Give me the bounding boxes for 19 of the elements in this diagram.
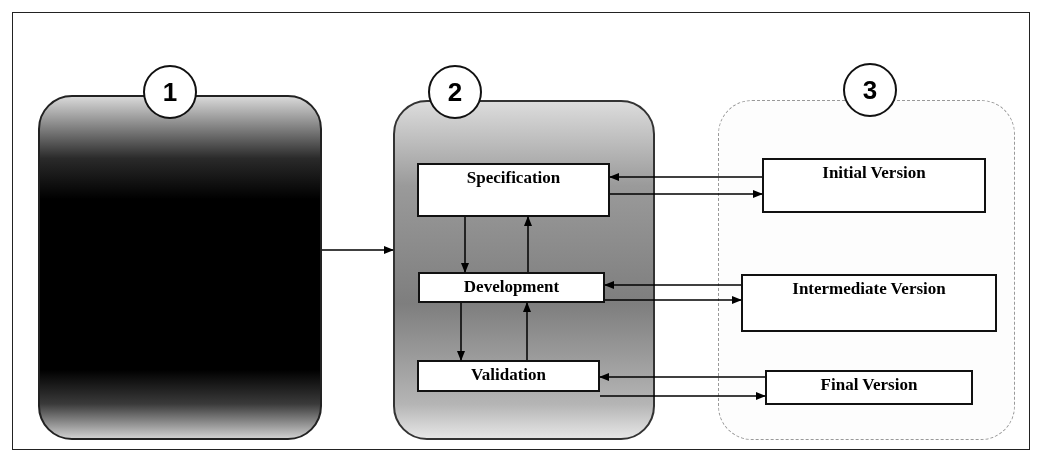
process-box: Intermediate Version — [741, 274, 997, 332]
process-box: Specification — [417, 163, 610, 217]
arrow — [457, 302, 465, 361]
arrow — [604, 296, 742, 304]
arrow — [321, 246, 394, 254]
arrow — [609, 190, 763, 198]
process-box: Final Version — [765, 370, 973, 405]
stage-panel — [393, 100, 655, 440]
arrow — [524, 216, 532, 273]
arrow — [604, 281, 742, 289]
arrow — [609, 173, 763, 181]
arrow — [599, 373, 766, 381]
arrow — [599, 392, 766, 400]
process-box: Validation — [417, 360, 600, 392]
process-box: Initial Version — [762, 158, 986, 213]
arrow — [461, 216, 469, 273]
process-box: Development — [418, 272, 605, 303]
stage-panel — [718, 100, 1015, 440]
arrow — [523, 302, 531, 361]
